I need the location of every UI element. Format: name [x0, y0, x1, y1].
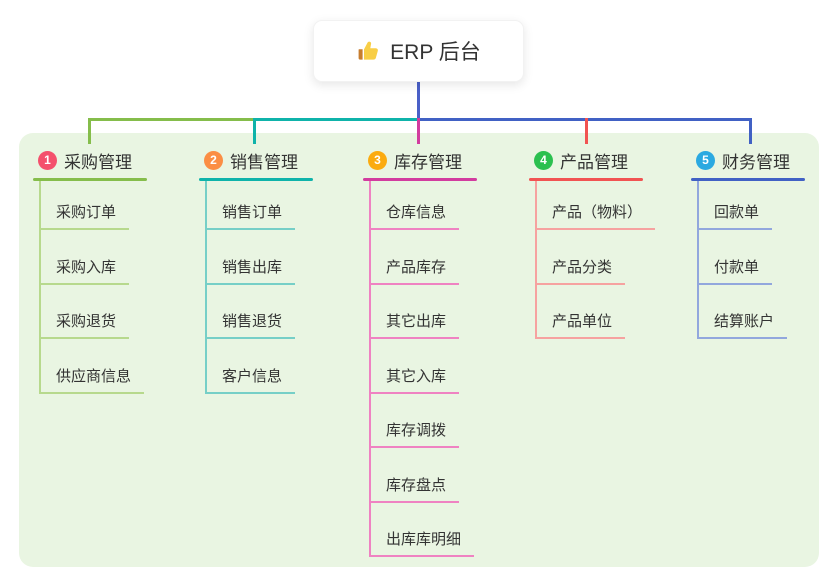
- child-node[interactable]: 销售订单: [205, 181, 313, 230]
- branch-number-badge: 2: [204, 150, 223, 170]
- child-label: 其它入库: [369, 365, 460, 394]
- connector-drop-1: [88, 118, 91, 144]
- branch-node-1: 1 采购管理 采购订单 采购入库 采购退货 供应商信息: [33, 149, 147, 394]
- child-node[interactable]: 产品库存: [369, 230, 477, 285]
- child-label: 采购入库: [39, 256, 130, 285]
- child-label: 其它出库: [369, 310, 460, 339]
- child-label: 销售订单: [205, 201, 296, 230]
- child-label: 采购退货: [39, 310, 130, 339]
- child-label: 采购订单: [39, 201, 130, 230]
- branch-underline: [363, 178, 477, 181]
- child-node[interactable]: 销售退货: [205, 285, 313, 339]
- child-label: 库存调拨: [369, 419, 460, 448]
- branch-label: 产品管理: [560, 152, 628, 172]
- child-label: 仓库信息: [369, 201, 460, 230]
- child-node[interactable]: 产品单位: [535, 285, 643, 339]
- connector-drop-2: [253, 118, 256, 144]
- branch-children: 产品（物料） 产品分类 产品单位: [535, 181, 656, 339]
- branch-label: 销售管理: [230, 152, 298, 172]
- connector-drop-5: [749, 118, 752, 144]
- branches-group-panel: [19, 133, 819, 567]
- branch-underline: [199, 178, 313, 181]
- branch-underline: [691, 178, 805, 181]
- child-node[interactable]: 结算账户: [697, 285, 805, 339]
- child-node[interactable]: 供应商信息: [39, 339, 147, 394]
- child-node[interactable]: 产品分类: [535, 230, 643, 285]
- child-label: 销售退货: [205, 310, 296, 339]
- child-node[interactable]: 出库库明细: [369, 503, 477, 557]
- child-label: 供应商信息: [39, 365, 145, 394]
- connector-bus-right: [417, 118, 752, 121]
- child-node[interactable]: 库存调拨: [369, 394, 477, 448]
- child-label: 结算账户: [697, 310, 788, 339]
- child-label: 产品（物料）: [535, 201, 656, 230]
- connector-drop-3: [417, 118, 420, 144]
- branch-number-badge: 3: [368, 150, 387, 170]
- branch-number-badge: 5: [696, 150, 715, 170]
- branch-label: 财务管理: [722, 152, 790, 172]
- child-label: 产品单位: [535, 310, 626, 339]
- branch-topic[interactable]: 2 销售管理: [199, 149, 313, 172]
- child-label: 回款单: [697, 201, 773, 230]
- branch-children: 销售订单 销售出库 销售退货 客户信息: [205, 181, 313, 394]
- child-node[interactable]: 其它出库: [369, 285, 477, 339]
- child-node[interactable]: 库存盘点: [369, 448, 477, 503]
- child-node[interactable]: 其它入库: [369, 339, 477, 394]
- branch-topic[interactable]: 5 财务管理: [691, 149, 805, 172]
- branch-node-3: 3 库存管理 仓库信息 产品库存 其它出库 其它入库 库存调拨 库存盘点 出库库…: [363, 149, 477, 557]
- branch-label: 库存管理: [394, 152, 462, 172]
- child-node[interactable]: 回款单: [697, 181, 805, 230]
- branch-underline: [529, 178, 643, 181]
- child-node[interactable]: 采购入库: [39, 230, 147, 285]
- root-title: ERP 后台: [390, 41, 481, 64]
- branch-underline: [33, 178, 147, 181]
- child-label: 库存盘点: [369, 474, 460, 503]
- branch-number-badge: 4: [534, 150, 553, 170]
- connector-bus-middle: [253, 118, 420, 121]
- child-label: 产品分类: [535, 256, 626, 285]
- child-node[interactable]: 产品（物料）: [535, 181, 656, 230]
- child-node[interactable]: 仓库信息: [369, 181, 477, 230]
- child-node[interactable]: 客户信息: [205, 339, 313, 394]
- branch-node-4: 4 产品管理 产品（物料） 产品分类 产品单位: [529, 149, 656, 339]
- child-node[interactable]: 采购订单: [39, 181, 147, 230]
- child-node[interactable]: 销售出库: [205, 230, 313, 285]
- thumbs-up-icon: [358, 41, 379, 60]
- root-node[interactable]: ERP 后台: [313, 20, 524, 82]
- connector-bus-left: [88, 118, 256, 121]
- child-node[interactable]: 采购退货: [39, 285, 147, 339]
- child-node[interactable]: 付款单: [697, 230, 805, 285]
- branch-node-2: 2 销售管理 销售订单 销售出库 销售退货 客户信息: [199, 149, 313, 394]
- branch-children: 仓库信息 产品库存 其它出库 其它入库 库存调拨 库存盘点 出库库明细: [369, 181, 477, 557]
- connector-trunk: [417, 81, 420, 121]
- branch-children: 回款单 付款单 结算账户: [697, 181, 805, 339]
- child-label: 产品库存: [369, 256, 460, 285]
- branch-topic[interactable]: 3 库存管理: [363, 149, 477, 172]
- child-label: 出库库明细: [369, 528, 475, 557]
- connector-drop-4: [585, 118, 588, 144]
- branch-topic[interactable]: 1 采购管理: [33, 149, 147, 172]
- child-label: 付款单: [697, 256, 773, 285]
- branch-number-badge: 1: [38, 150, 57, 170]
- branch-topic[interactable]: 4 产品管理: [529, 149, 643, 172]
- branch-label: 采购管理: [64, 152, 132, 172]
- branch-node-5: 5 财务管理 回款单 付款单 结算账户: [691, 149, 805, 339]
- branch-children: 采购订单 采购入库 采购退货 供应商信息: [39, 181, 147, 394]
- child-label: 客户信息: [205, 365, 296, 394]
- child-label: 销售出库: [205, 256, 296, 285]
